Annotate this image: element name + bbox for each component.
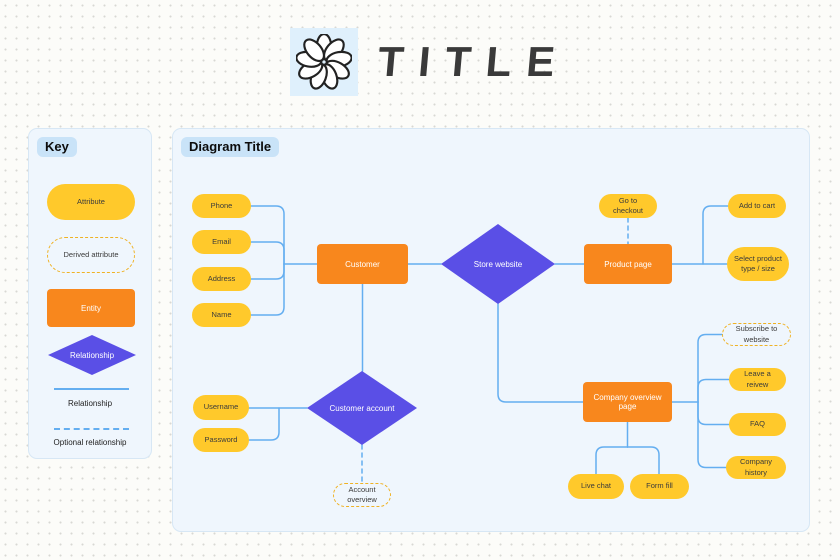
- connector-productpage-addtocart: [702, 205, 729, 265]
- connector-company-review: [697, 378, 730, 403]
- connector-phone-customer: [250, 205, 285, 265]
- node-subscribe-to-website[interactable]: Subscribe to website: [722, 323, 791, 346]
- diagram-heading[interactable]: Diagram Title: [181, 137, 280, 157]
- connector-email-customer: [250, 241, 285, 265]
- node-form-fill[interactable]: Form fill: [630, 474, 689, 499]
- node-name[interactable]: Name: [192, 303, 251, 327]
- connector-address-customer: [250, 263, 285, 280]
- node-username[interactable]: Username: [193, 395, 249, 420]
- node-select-product-type[interactable]: Select product type / size: [727, 247, 789, 281]
- node-customer[interactable]: Customer: [317, 244, 408, 284]
- connector-name-customer: [250, 263, 285, 316]
- key-relationship-shape[interactable]: Relationship: [48, 335, 136, 375]
- node-live-chat[interactable]: Live chat: [568, 474, 624, 499]
- node-address[interactable]: Address: [192, 267, 251, 291]
- page-header: TITLE: [290, 28, 572, 96]
- page-title[interactable]: TITLE: [375, 38, 572, 85]
- key-attribute-shape[interactable]: Attribute: [47, 184, 135, 220]
- connector-store-companyoverview: [497, 303, 584, 403]
- node-leave-a-review[interactable]: Leave a reivew: [729, 368, 786, 391]
- node-faq[interactable]: FAQ: [729, 413, 786, 436]
- connector-company-livechat: [595, 446, 629, 475]
- connectors-layer: [248, 205, 730, 484]
- node-account-overview[interactable]: Account overview: [333, 483, 391, 507]
- node-password[interactable]: Password: [193, 428, 249, 452]
- key-panel: Key Attribute Derived attribute Entity R…: [28, 128, 152, 459]
- key-relationship-line-label: Relationship: [67, 399, 113, 408]
- connector-password-account: [248, 407, 280, 441]
- node-email[interactable]: Email: [192, 230, 251, 254]
- node-go-to-checkout[interactable]: Go to checkout: [599, 194, 657, 218]
- node-add-to-cart[interactable]: Add to cart: [728, 194, 786, 218]
- key-entity-shape[interactable]: Entity: [47, 289, 135, 327]
- key-derived-attribute-shape[interactable]: Derived attribute: [47, 237, 135, 273]
- flower-doodle-icon[interactable]: [290, 28, 358, 96]
- node-product-page[interactable]: Product page: [584, 244, 672, 284]
- node-company-overview-page[interactable]: Company overview page: [583, 382, 672, 422]
- connector-company-faq: [697, 401, 730, 426]
- connector-company-formfill: [626, 446, 660, 475]
- connector-company-subscribe: [697, 333, 723, 403]
- node-company-history[interactable]: Company history: [726, 456, 786, 479]
- key-optional-relationship-label: Optional relationship: [53, 438, 127, 447]
- node-phone[interactable]: Phone: [192, 194, 251, 218]
- key-heading[interactable]: Key: [37, 137, 77, 157]
- key-optional-relationship-line[interactable]: [54, 428, 129, 430]
- key-relationship-line[interactable]: [54, 388, 129, 390]
- diagram-panel: Diagram Title Phone Email Address Name G…: [172, 128, 810, 532]
- connector-company-history: [697, 401, 727, 469]
